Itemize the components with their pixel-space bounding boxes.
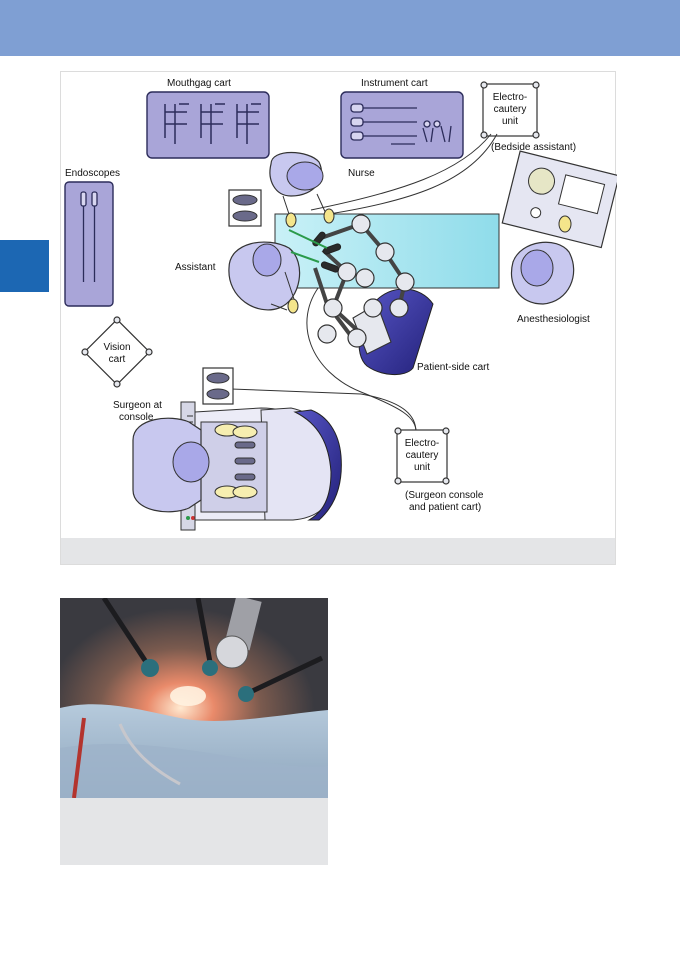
mouthgag-cart: Mouthgag cart (146, 78, 270, 159)
electrocautery-bottom-line1: Electro- (405, 438, 439, 449)
patient-side-cart-label: Patient-side cart (417, 362, 489, 373)
endoscopes-label: Endoscopes (65, 168, 120, 179)
intraoperative-photo (60, 598, 328, 798)
surgeon-console: Surgeon at console (113, 400, 342, 531)
nurse-figure: Nurse (269, 152, 375, 228)
header-band (0, 0, 680, 56)
intraoperative-photo-figure (60, 598, 328, 865)
electrocautery-unit-bottom: Electro- cautery unit (Surgeon console a… (394, 427, 484, 513)
instrument-cart: Instrument cart (340, 78, 464, 159)
electrocautery-top-line3: unit (502, 116, 518, 127)
vision-cart-label-line2: cart (109, 354, 126, 365)
electrocautery-top-line2: cautery (494, 104, 527, 115)
foot-pedals-console (202, 367, 234, 405)
surgeon-label-line1: Surgeon at (113, 400, 162, 411)
surgeon-console-note-line1: (Surgeon console (405, 490, 484, 501)
bedside-assistant-label: (Bedside assistant) (491, 142, 576, 153)
foot-pedals-top (228, 189, 262, 227)
electrocautery-top-line1: Electro- (493, 92, 527, 103)
patient-side-cart: Patient-side cart (288, 214, 489, 375)
surgeon-label-line2: console (119, 412, 154, 423)
nurse-label: Nurse (348, 168, 375, 179)
assistant-figure: Assistant (175, 241, 301, 314)
figure1-caption-bar (61, 538, 615, 564)
electrocautery-unit-top: Electro- cautery unit (Bedside assistant… (480, 81, 576, 153)
mouthgag-cart-label: Mouthgag cart (167, 78, 231, 89)
electrocautery-bottom-line2: cautery (406, 450, 439, 461)
chapter-tab (0, 240, 49, 292)
cables (230, 133, 498, 433)
vision-cart-label-line1: Vision (103, 342, 130, 353)
anesthesiologist-label: Anesthesiologist (517, 314, 590, 325)
or-layout-diagram: Mouthgag cart Instrument cart Electro- c… (64, 78, 617, 531)
instrument-cart-label: Instrument cart (361, 78, 428, 89)
vision-cart: Vision cart (81, 316, 153, 388)
surgeon-console-note-line2: and patient cart) (409, 502, 481, 513)
assistant-label: Assistant (175, 262, 216, 273)
or-layout-figure: Mouthgag cart Instrument cart Electro- c… (60, 71, 617, 565)
endoscopes-tray: Endoscopes (64, 168, 120, 307)
electrocautery-bottom-line3: unit (414, 462, 430, 473)
anesthesia-station: Anesthesiologist (501, 150, 617, 325)
